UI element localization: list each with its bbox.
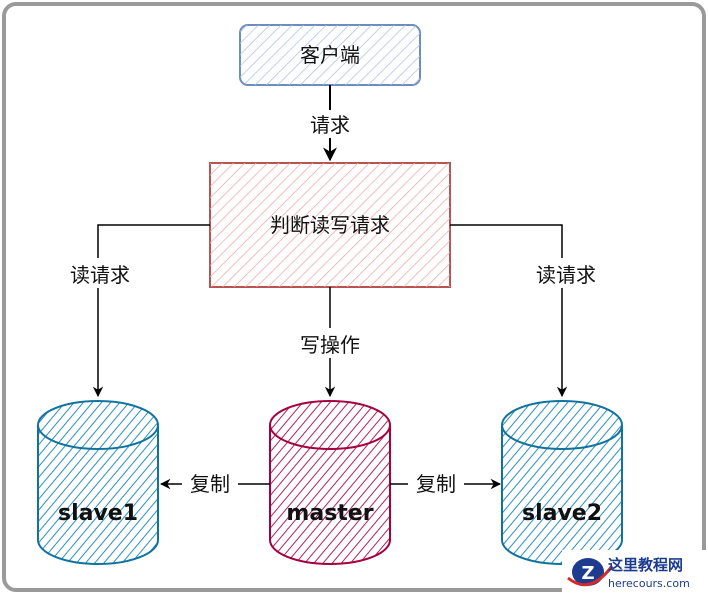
master-label: master — [286, 501, 373, 526]
watermark-title: 这里教程网 — [608, 556, 683, 574]
edge-request-label: 请求 — [310, 113, 350, 137]
watermark-url: herecours.com — [608, 577, 690, 590]
edge-read-left-label: 读请求 — [70, 263, 130, 287]
judge-label: 判断读写请求 — [270, 213, 390, 237]
slave2-label: slave2 — [522, 501, 602, 526]
node-master[interactable]: master — [269, 400, 391, 565]
watermark-logo-icon — [572, 558, 604, 586]
client-label: 客户端 — [300, 43, 360, 67]
edge-replicate-left-label: 复制 — [190, 472, 230, 496]
watermark: Z 这里教程网 herecours.com — [562, 550, 708, 594]
node-slave2[interactable]: slave2 — [501, 400, 623, 565]
svg-text:Z: Z — [581, 563, 594, 584]
edge-read-left — [92, 224, 210, 398]
edge-replicate-right-label: 复制 — [416, 472, 456, 496]
node-slave1[interactable]: slave1 — [37, 400, 159, 565]
node-judge[interactable]: 判断读写请求 — [209, 162, 451, 288]
edge-write-label: 写操作 — [300, 333, 360, 357]
edge-read-right — [450, 224, 568, 398]
edge-read-right-label: 读请求 — [536, 263, 596, 287]
node-client[interactable]: 客户端 — [239, 24, 421, 86]
slave1-label: slave1 — [58, 501, 138, 526]
